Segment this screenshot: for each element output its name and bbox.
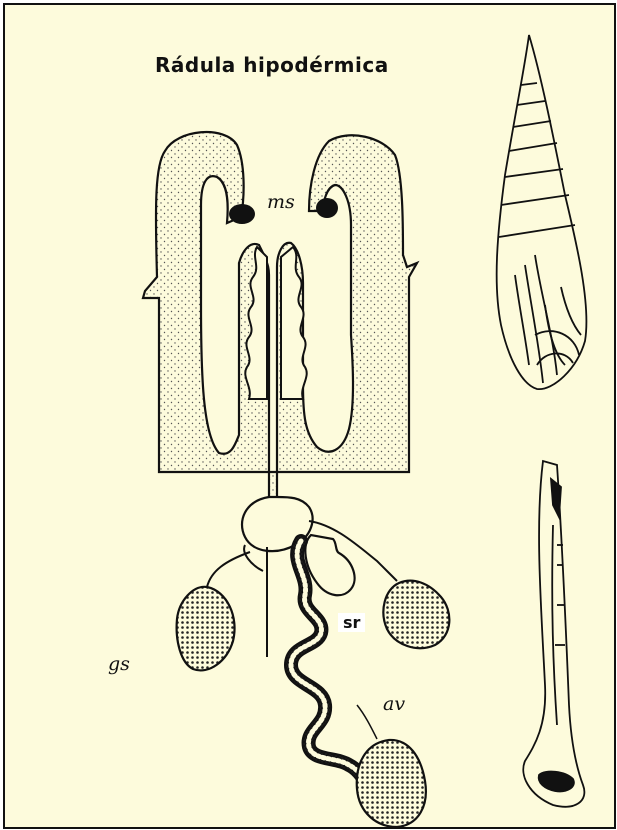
label-av: av (383, 693, 405, 715)
figure-title: Rádula hipodérmica (155, 53, 435, 77)
radula-illustration (5, 5, 614, 827)
salivary-gland-right (383, 581, 449, 648)
accessory-sac (305, 535, 354, 595)
cone-shell-drawing (497, 35, 587, 389)
salivary-gland-left (177, 587, 235, 671)
venom-bulb (357, 740, 426, 827)
ms-spot-left (229, 204, 255, 224)
ms-spot-right (316, 198, 338, 218)
radular-tooth-drawing (523, 461, 584, 807)
label-gs: gs (108, 653, 130, 675)
label-sr: sr (338, 613, 365, 632)
label-ms: ms (267, 191, 295, 213)
figure-frame: Rádula hipodérmica ms sr gs av (3, 3, 616, 829)
